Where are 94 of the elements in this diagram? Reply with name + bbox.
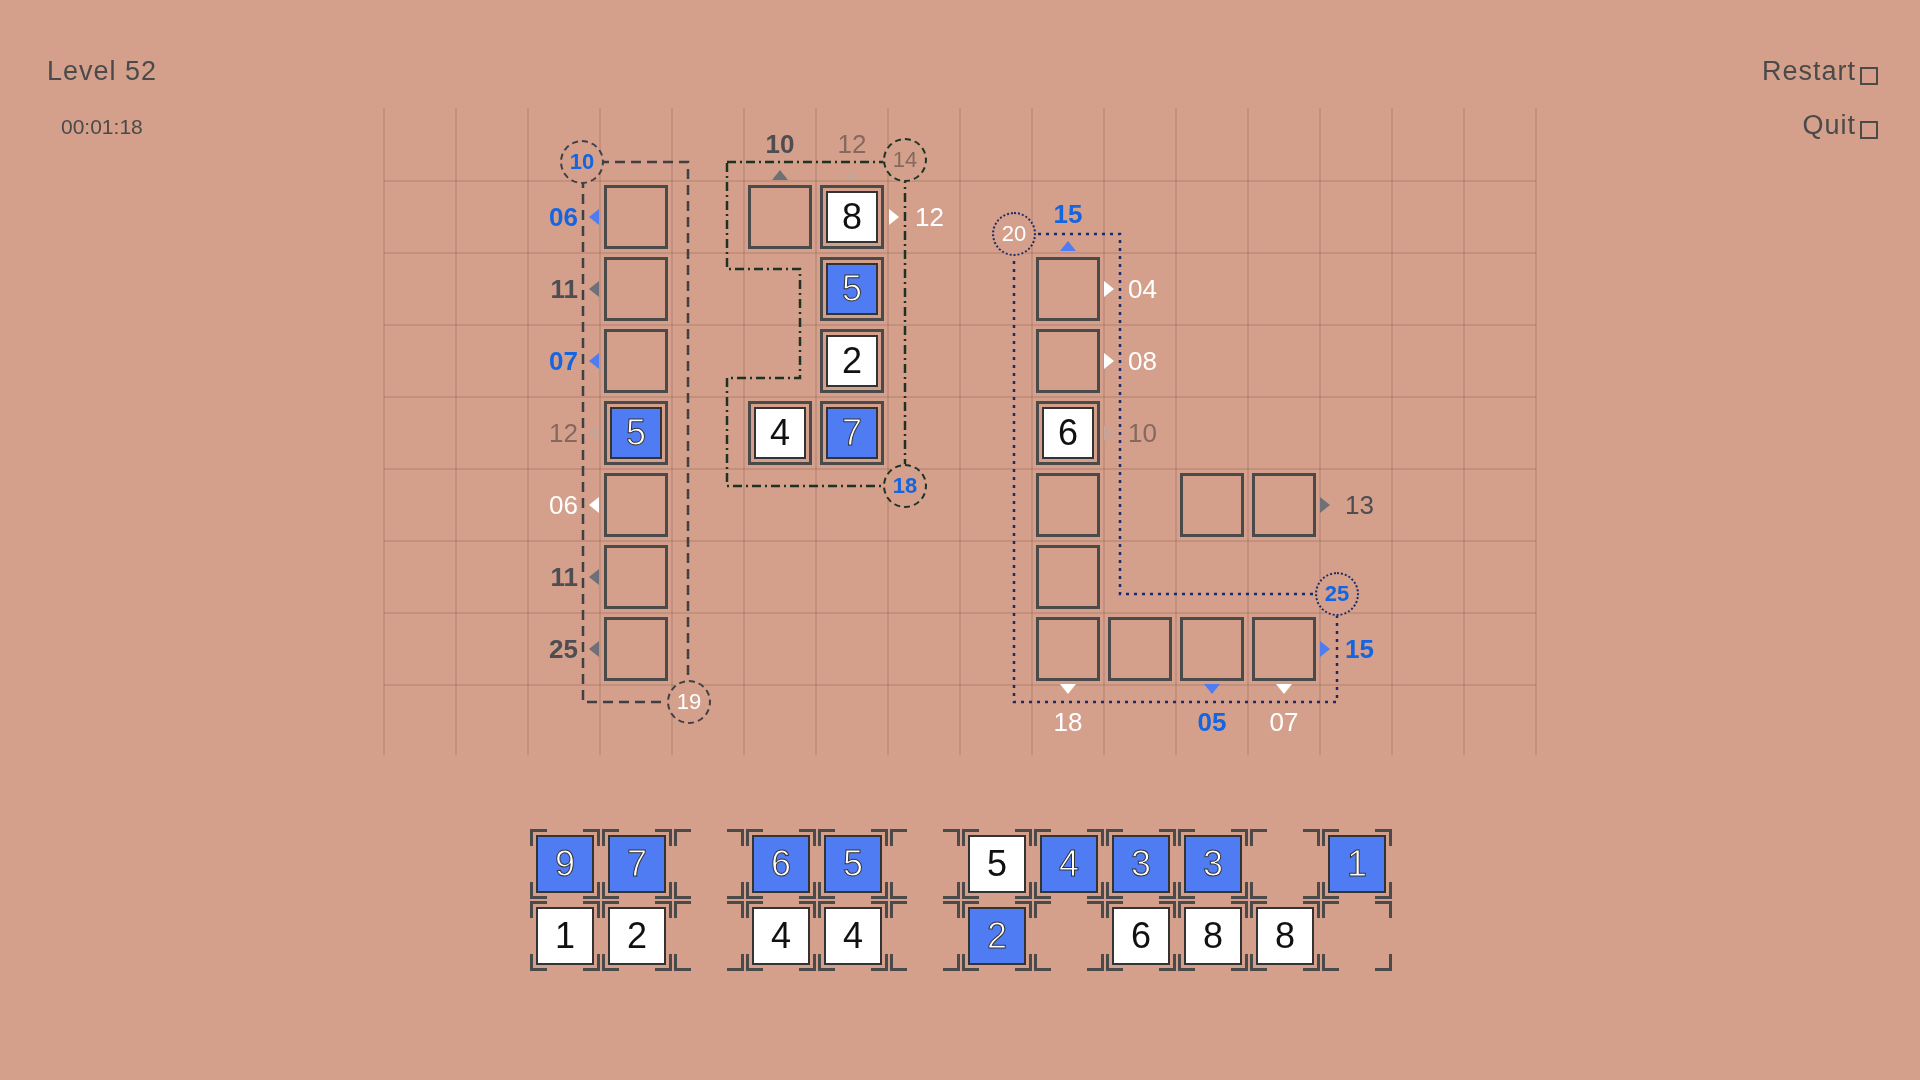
number-tile: 7: [608, 835, 666, 893]
clue-number: 15: [1345, 634, 1374, 664]
clue-number: 04: [1128, 274, 1157, 304]
tile-slot: [962, 901, 1032, 971]
number-tile: 3: [1184, 835, 1242, 893]
number-tile: 1: [1328, 835, 1386, 893]
number-tile: 4: [824, 907, 882, 965]
number-tile: 8: [1184, 907, 1242, 965]
cage-sum-circle: 10: [560, 140, 604, 184]
clue-number: 05: [1196, 707, 1228, 737]
tile-slot: [1322, 901, 1392, 971]
clue-number: 11: [550, 274, 578, 304]
cage-sum-circle: 14: [883, 138, 927, 182]
cage-sum-circle: 19: [667, 680, 711, 724]
tile-slot: [1178, 901, 1248, 971]
number-tile: 6: [1036, 401, 1100, 465]
empty-cell: [1252, 617, 1316, 681]
number-tile: 4: [752, 907, 810, 965]
number-tile: 6: [1112, 907, 1170, 965]
number-tile: 2: [820, 329, 884, 393]
clue-number: 18: [1052, 707, 1084, 737]
tile-slot: [1178, 829, 1248, 899]
tile-slot: [818, 901, 888, 971]
clue-number: 10: [764, 129, 796, 159]
restart-button: Restart: [1761, 56, 1878, 87]
number-tile: 7: [820, 401, 884, 465]
cage-sum-circle: 20: [992, 212, 1036, 256]
tile-slot: [530, 829, 600, 899]
empty-cell: [1036, 257, 1100, 321]
empty-cell: [1180, 473, 1244, 537]
empty-cell: [604, 473, 668, 537]
cage-sum-circle: 18: [883, 464, 927, 508]
empty-cell: [1180, 617, 1244, 681]
clue-number: 25: [549, 634, 578, 664]
clue-number: 08: [1128, 346, 1157, 376]
tile-slot: [1106, 901, 1176, 971]
empty-cell: [1108, 617, 1172, 681]
empty-cell: [604, 617, 668, 681]
number-tile: 4: [748, 401, 812, 465]
empty-cell: [604, 257, 668, 321]
empty-cell: [604, 545, 668, 609]
number-tile: 9: [536, 835, 594, 893]
clue-number: 12: [549, 418, 578, 448]
empty-cell: [748, 185, 812, 249]
number-tile: 8: [820, 185, 884, 249]
tile-slot: [602, 901, 672, 971]
number-tile: 2: [968, 907, 1026, 965]
number-tile: 8: [1256, 907, 1314, 965]
number-tile: 5: [824, 835, 882, 893]
empty-cell: [1036, 329, 1100, 393]
clue-number: 12: [836, 129, 868, 159]
tile-slot: [746, 829, 816, 899]
clue-number: 07: [549, 346, 578, 376]
empty-cell: [1036, 473, 1100, 537]
empty-cell: [1036, 617, 1100, 681]
tile-slot: [890, 829, 960, 899]
clue-number: 10: [1128, 418, 1157, 448]
tile-slot: [1034, 901, 1104, 971]
number-tile: 1: [536, 907, 594, 965]
number-tile: 5: [604, 401, 668, 465]
tile-slot: [1322, 829, 1392, 899]
tile-slot: [746, 901, 816, 971]
tile-slot: [674, 829, 744, 899]
clue-number: 13: [1345, 490, 1374, 520]
clue-number: 11: [550, 562, 578, 592]
clue-number: 06: [549, 202, 578, 232]
clue-number: 12: [915, 202, 944, 232]
clue-number: 07: [1268, 707, 1300, 737]
number-tile: 6: [752, 835, 810, 893]
tile-slot: [1106, 829, 1176, 899]
timer-text: 00:01:18: [61, 114, 143, 140]
number-tile: 5: [820, 257, 884, 321]
tile-slot: [674, 901, 744, 971]
quit-button: Quit: [1802, 110, 1878, 141]
tile-slot: [962, 829, 1032, 899]
number-tile: 2: [608, 907, 666, 965]
empty-cell: [604, 329, 668, 393]
clue-number: 06: [549, 490, 578, 520]
clue-number: 15: [1052, 199, 1084, 229]
empty-cell: [604, 185, 668, 249]
tile-slot: [1250, 901, 1320, 971]
tile-slot: [1250, 829, 1320, 899]
tile-slot: [818, 829, 888, 899]
empty-cell: [1252, 473, 1316, 537]
tile-slot: [530, 901, 600, 971]
tile-slot: [602, 829, 672, 899]
level-title: Level 52: [47, 56, 158, 86]
tile-slot: [1034, 829, 1104, 899]
empty-cell: [1036, 545, 1100, 609]
tile-slot: [890, 901, 960, 971]
number-tile: 3: [1112, 835, 1170, 893]
cage-sum-circle: 25: [1315, 572, 1359, 616]
number-tile: 5: [968, 835, 1026, 893]
number-tile: 4: [1040, 835, 1098, 893]
